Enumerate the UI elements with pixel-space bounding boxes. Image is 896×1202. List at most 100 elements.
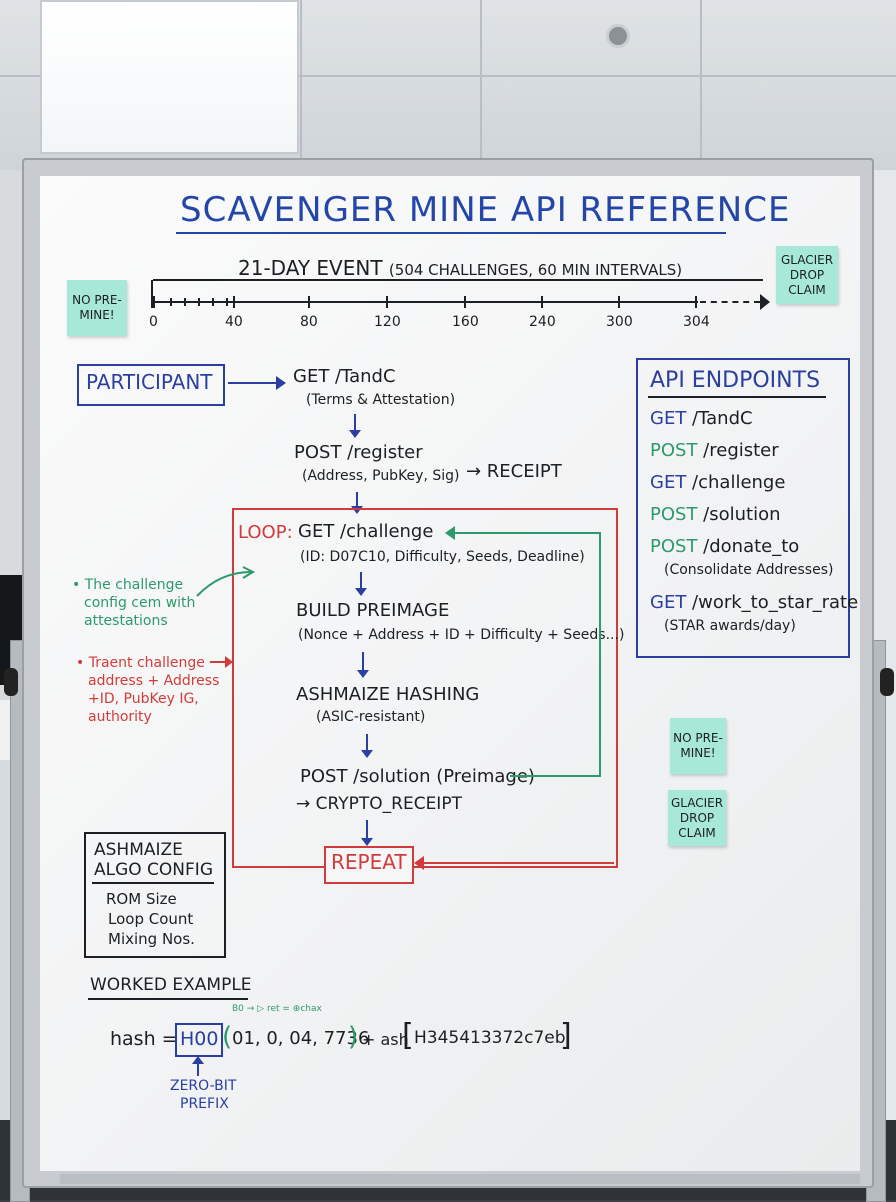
loop-label: LOOP: (238, 522, 293, 543)
whiteboard-surface (40, 176, 860, 1171)
sticky-no-premine-right: NO PRE-MINE! (670, 718, 726, 774)
timeline-minor-tick (170, 298, 172, 306)
marker-tray (60, 1174, 860, 1184)
endpoint-method: POST (650, 440, 704, 461)
timeline-tick-label: 0 (149, 314, 158, 330)
endpoint-item: GET /TandC (650, 408, 753, 429)
endpoint-path: /solution (703, 504, 781, 525)
loop-box (232, 508, 618, 868)
algo-config-title-2: ALGO CONFIG (94, 860, 213, 880)
prefix-caption-2: PREFIX (180, 1096, 229, 1112)
endpoint-path: /work_to_star_rate (692, 592, 859, 613)
loopback-arrowhead (445, 526, 455, 540)
annotation-red-arrow (210, 661, 226, 663)
annotation-green-line: • The challenge (72, 577, 184, 593)
timeline-tick-label: 120 (374, 314, 401, 330)
hash-scribble: B0 → ▷ ret = ⊕chax (232, 1004, 322, 1014)
flow-arrow-5 (361, 734, 373, 758)
endpoint-path: /TandC (692, 408, 753, 429)
flow-build-preimage: BUILD PREIMAGE (296, 600, 450, 621)
loopback-bottom (510, 775, 600, 777)
repeat-arrowhead (414, 856, 424, 870)
timeline-tick (541, 296, 543, 308)
annotation-green-line: config cem with (84, 595, 196, 611)
ceiling-grid-line (480, 0, 482, 170)
algo-config-item: Mixing Nos. (108, 930, 195, 948)
endpoints-title-underline (648, 396, 826, 398)
flow-get-tandc: GET /TandC (293, 366, 396, 387)
timeline-tick-label: 240 (529, 314, 556, 330)
endpoint-path: /register (703, 440, 779, 461)
timeline-tick-label: 160 (452, 314, 479, 330)
endpoint-method: GET (650, 408, 693, 429)
endpoint-method: POST (650, 536, 704, 557)
flow-post-solution: POST /solution (Preimage) (300, 766, 535, 787)
timeline-arrowhead (760, 294, 770, 310)
loopback-top (455, 532, 601, 534)
endpoints-title: API ENDPOINTS (650, 368, 821, 393)
endpoint-note: (STAR awards/day) (664, 618, 796, 634)
timeline-start-mark (151, 280, 153, 308)
timeline-tick (308, 296, 310, 308)
timeline-tick-label: 304 (683, 314, 710, 330)
endpoint-item: GET /challenge (650, 472, 785, 493)
prefix-caption-arrow (197, 1058, 199, 1076)
annotation-red-line: +ID, PubKey IG, (88, 691, 199, 707)
annotation-red-line: • Traent challenge (76, 655, 205, 671)
algo-config-item: ROM Size (106, 890, 177, 908)
hash-prefix: H00 (180, 1028, 219, 1050)
annotation-green: • The challenge config cem with attestat… (72, 576, 195, 630)
timeline-tick-label: 300 (606, 314, 633, 330)
digest-open-bracket: [ (402, 1018, 414, 1053)
timeline-minor-tick (184, 298, 186, 306)
endpoint-item: POST /donate_to (650, 536, 799, 557)
endpoints-box (636, 358, 850, 658)
hash-digest: H345413372c7eb (414, 1028, 566, 1048)
participant-box (77, 364, 225, 406)
timeline-tick (695, 296, 697, 308)
timeline-span-arrow (153, 279, 763, 281)
annotation-red: • Traent challenge address + Address +ID… (76, 654, 219, 726)
timeline-heading: 21-DAY EVENT (238, 256, 383, 280)
annotation-red-line: authority (88, 709, 152, 725)
algo-config-box (84, 832, 226, 958)
algo-config-title-1: ASHMAIZE (94, 840, 183, 860)
flow-build-preimage-sub: (Nonce + Address + ID + Difficulty + See… (298, 627, 625, 643)
timeline-tick-label: 40 (225, 314, 243, 330)
worked-example-title: WORKED EXAMPLE (90, 975, 252, 995)
flow-ashmaize-hashing-sub: (ASIC-resistant) (316, 709, 426, 725)
timeline-tick (618, 296, 620, 308)
flow-ashmaize-hashing: ASHMAIZE HASHING (296, 684, 480, 705)
endpoint-note: (Consolidate Addresses) (664, 562, 834, 578)
flow-arrow-2 (351, 492, 363, 514)
hash-plus-ash: + ash (362, 1030, 409, 1049)
timeline-minor-tick (226, 298, 228, 306)
timeline-tick (233, 296, 235, 308)
stand-knob-right (880, 668, 894, 696)
endpoint-method: GET (650, 592, 693, 613)
timeline-tick (153, 296, 155, 308)
prefix-caption-1: ZERO-BIT (170, 1078, 237, 1094)
flow-arrow-1 (349, 414, 361, 438)
endpoint-method: POST (650, 504, 704, 525)
timeline-tick (386, 296, 388, 308)
digest-close-bracket: ] (560, 1018, 572, 1053)
timeline-tick-label: 80 (300, 314, 318, 330)
annotation-red-arrowhead (225, 656, 233, 668)
participant-arrowhead (276, 376, 286, 390)
flow-arrow-4 (357, 652, 369, 678)
flow-get-challenge: GET /challenge (298, 521, 434, 542)
endpoint-path: /challenge (692, 472, 786, 493)
repeat-box (324, 846, 414, 884)
flow-post-register-sub: (Address, PubKey, Sig) (302, 468, 460, 484)
args-close-paren: ) (348, 1022, 359, 1052)
timeline-axis (153, 301, 698, 303)
sticky-no-premine-left: NO PRE-MINE! (67, 280, 127, 336)
annotation-red-line: address + Address (88, 673, 220, 689)
flow-receipt: → RECEIPT (466, 461, 562, 482)
sticky-glacier-drop-right: GLACIER DROP CLAIM (668, 790, 726, 846)
timeline-title: 21-DAY EVENT (504 CHALLENGES, 60 MIN INT… (238, 256, 682, 280)
ceiling-grid-line (300, 0, 302, 170)
hash-label: hash = (110, 1028, 178, 1050)
annotation-green-line: attestations (84, 613, 168, 629)
